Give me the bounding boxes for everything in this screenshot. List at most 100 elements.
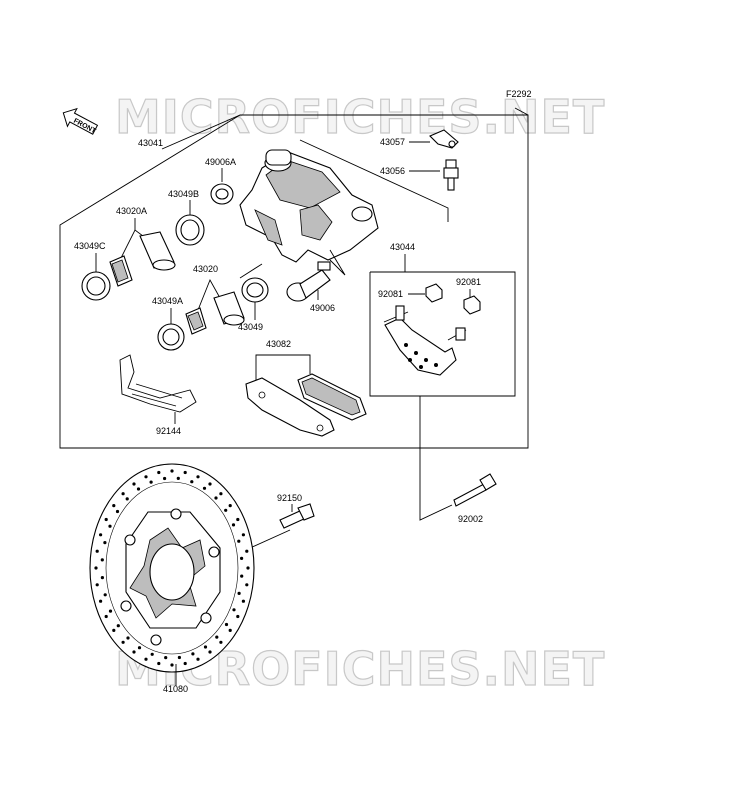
drill-hole <box>103 593 107 597</box>
drill-hole <box>132 482 136 486</box>
part-43020-pistons <box>185 291 245 335</box>
drill-hole <box>245 549 249 553</box>
drill-hole <box>240 556 244 561</box>
label-43044: 43044 <box>390 242 415 252</box>
drill-hole <box>176 476 180 480</box>
label-43020a: 43020A <box>116 206 147 216</box>
part-43057-cap <box>429 129 459 149</box>
part-43049-seal <box>241 277 269 303</box>
drill-hole <box>132 650 136 654</box>
drill-hole <box>144 475 148 479</box>
drill-hole <box>121 492 125 496</box>
caliper-group-outline <box>59 114 529 449</box>
drill-hole <box>203 645 208 649</box>
label-92150: 92150 <box>277 493 302 503</box>
drill-hole <box>237 539 241 543</box>
drill-hole <box>125 497 129 501</box>
part-92144-spring <box>119 354 197 413</box>
drill-hole <box>236 517 240 522</box>
drill-hole <box>215 635 219 639</box>
drill-hole <box>183 661 187 666</box>
drill-hole <box>95 583 99 587</box>
label-43049c: 43049C <box>74 241 106 251</box>
drill-hole <box>100 576 104 580</box>
label-92144: 92144 <box>156 426 181 436</box>
disc-drill-holes <box>94 469 250 667</box>
drill-hole <box>163 476 167 481</box>
drill-hole <box>104 614 108 619</box>
drill-hole <box>170 469 174 473</box>
part-92002-bolt <box>453 473 497 507</box>
label-43041: 43041 <box>138 138 163 148</box>
label-43049: 43049 <box>238 322 263 332</box>
label-49006a: 49006A <box>205 157 236 167</box>
drill-hole <box>103 541 107 545</box>
part-49006a-boot <box>210 183 234 205</box>
drill-hole <box>208 650 212 654</box>
drill-hole <box>240 574 244 578</box>
drill-hole <box>116 624 120 628</box>
label-43057: 43057 <box>380 137 405 147</box>
drill-hole <box>241 533 245 537</box>
drill-hole <box>202 486 207 490</box>
drill-hole <box>121 640 125 644</box>
drill-hole <box>236 614 240 619</box>
drill-hole <box>219 640 223 644</box>
part-92081-clip-left <box>425 283 443 303</box>
drill-hole <box>191 652 195 656</box>
label-92002: 92002 <box>458 514 483 524</box>
drill-hole <box>126 636 130 640</box>
drill-hole <box>108 524 112 528</box>
drill-hole <box>157 661 161 666</box>
bracket-group-outline <box>369 271 516 397</box>
drill-hole <box>219 492 223 496</box>
label-49006: 49006 <box>310 303 335 313</box>
part-92081-clip-right <box>463 295 481 315</box>
part-43056-bleeder-valve <box>443 159 459 191</box>
drill-hole <box>241 599 245 603</box>
figure-code: F2292 <box>506 89 532 99</box>
drill-hole <box>95 549 99 553</box>
drill-hole <box>104 517 108 522</box>
figcode-leader <box>514 107 529 116</box>
drill-hole <box>245 583 249 587</box>
drill-hole <box>231 523 236 527</box>
drill-hole <box>170 663 174 667</box>
part-92150-disc-bolt <box>279 503 315 529</box>
drill-hole <box>228 504 232 508</box>
part-43049a-seal <box>157 323 185 351</box>
drill-hole <box>190 480 194 484</box>
caliper-body <box>239 149 379 263</box>
drill-hole <box>232 608 236 612</box>
label-92081-right: 92081 <box>456 277 481 287</box>
label-41080: 41080 <box>163 684 188 694</box>
drill-hole <box>214 496 218 500</box>
drill-hole <box>177 655 181 660</box>
drill-hole <box>208 482 212 486</box>
drill-hole <box>246 566 250 570</box>
part-43082-brake-pads <box>245 373 367 437</box>
drill-hole <box>144 657 148 661</box>
drill-hole <box>196 657 200 661</box>
label-43082: 43082 <box>266 339 291 349</box>
drill-hole <box>164 656 168 660</box>
drill-hole <box>224 622 229 627</box>
drill-hole <box>112 628 116 633</box>
label-43056: 43056 <box>380 166 405 176</box>
drill-hole <box>224 508 228 512</box>
drill-hole <box>149 480 153 484</box>
drill-hole <box>108 609 113 613</box>
drill-hole <box>237 591 241 596</box>
label-43020: 43020 <box>193 264 218 274</box>
drill-hole <box>228 628 232 633</box>
label-43049b: 43049B <box>168 189 199 199</box>
part-43049b-seal <box>175 214 205 246</box>
drill-hole <box>115 509 120 514</box>
drill-hole <box>183 470 187 475</box>
drill-hole <box>99 599 103 603</box>
drill-hole <box>157 470 161 475</box>
part-41080-brake-disc <box>89 463 255 673</box>
drill-hole <box>150 652 154 656</box>
drill-hole <box>136 487 141 491</box>
